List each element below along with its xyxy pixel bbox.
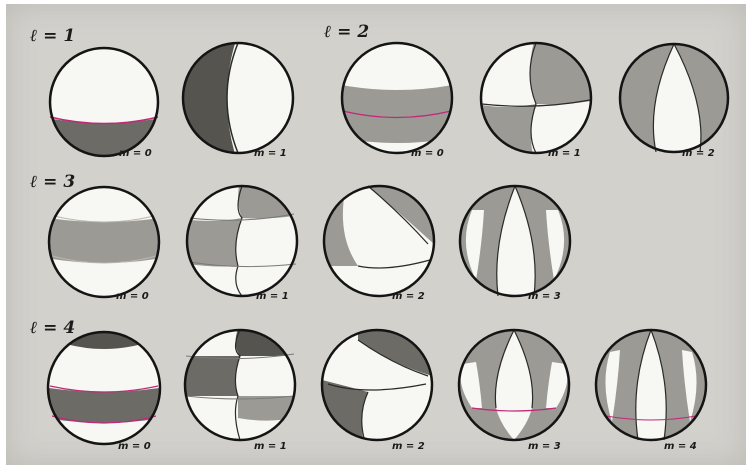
row-label-l3: ℓ = 3 xyxy=(30,172,75,192)
sphere-l3-m0 xyxy=(36,187,172,304)
m-label-l4-m1: m = 1 xyxy=(254,441,287,452)
m-label-l3-m0: m = 0 xyxy=(116,291,149,302)
m-label-l2-m2: m = 2 xyxy=(682,148,715,159)
harmonics-drawing xyxy=(6,4,746,465)
sphere-l2-m0 xyxy=(336,43,458,153)
m-label-l3-m2: m = 2 xyxy=(392,291,425,302)
sphere-l1-m1 xyxy=(176,34,293,164)
m-label-l3-m1: m = 1 xyxy=(256,291,289,302)
m-label-l2-m0: m = 0 xyxy=(411,148,444,159)
m-label-l2-m1: m = 1 xyxy=(548,148,581,159)
m-label-l4-m0: m = 0 xyxy=(118,441,151,452)
sphere-l4-m1 xyxy=(176,324,306,444)
m-label-l4-m2: m = 2 xyxy=(392,441,425,452)
m-label-l4-m3: m = 3 xyxy=(528,441,561,452)
sphere-l4-m0 xyxy=(36,324,172,444)
row-label-l4: ℓ = 4 xyxy=(30,318,75,338)
sphere-l4-m3 xyxy=(456,330,576,444)
sphere-l4-m4 xyxy=(596,330,706,440)
m-label-l1-m0: m = 0 xyxy=(119,148,152,159)
sphere-l3-m2 xyxy=(324,174,434,304)
row-label-l1: ℓ = 1 xyxy=(30,26,75,46)
m-label-l4-m4: m = 4 xyxy=(664,441,697,452)
sphere-l3-m3 xyxy=(460,186,570,296)
sphere-l4-m2 xyxy=(322,330,432,444)
m-label-l3-m3: m = 3 xyxy=(528,291,561,302)
m-label-l1-m1: m = 1 xyxy=(254,148,287,159)
sphere-l2-m2 xyxy=(620,44,728,152)
sphere-l2-m1 xyxy=(476,34,606,164)
spherical-harmonics-figure: ℓ = 1 ℓ = 2 ℓ = 3 ℓ = 4 m = 0 m = 1 m = … xyxy=(6,4,746,465)
row-label-l2: ℓ = 2 xyxy=(324,22,369,42)
sphere-l1-m0 xyxy=(36,48,172,164)
